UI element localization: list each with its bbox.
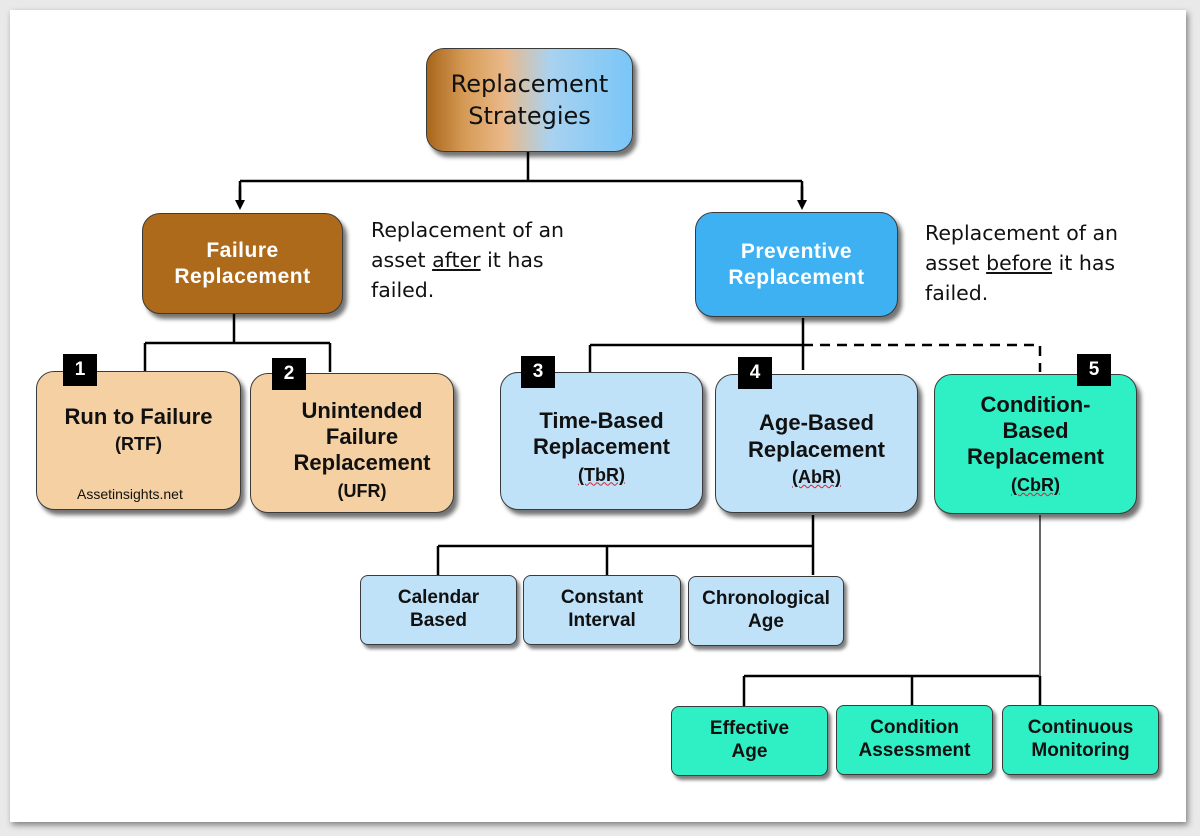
preventive-replacement-node: Preventive Replacement <box>695 212 898 317</box>
strategy-name: Age-Based Replacement <box>748 410 885 462</box>
failure-note-emphasis: after <box>432 248 481 272</box>
watermark: Assetinsights.net <box>77 486 183 503</box>
preventive-note-emphasis: before <box>986 251 1053 275</box>
strategy-number-badge: 5 <box>1077 354 1111 386</box>
failure-note: Replacement of an asset after it has fai… <box>371 218 565 302</box>
root-connector <box>238 152 804 203</box>
age-subtype-connector <box>436 515 815 575</box>
subtype-label: Constant Interval <box>560 587 644 631</box>
condition-dashed-connector <box>803 343 1042 372</box>
subtype-label: Continuous Monitoring <box>1027 717 1134 761</box>
condition-subtype-effective-age: Effective Age <box>671 706 828 776</box>
strategy-name: Run to Failure <box>64 404 213 429</box>
preventive-label-line2: Replacement <box>728 265 865 289</box>
condition-subtype-condition-assessment: Condition Assessment <box>836 705 993 775</box>
root-label-line2: Strategies <box>468 102 591 130</box>
strategy-abbr: (UFR) <box>337 480 387 501</box>
strategy-abbr: (CbR) <box>1011 474 1060 495</box>
root-label-line1: Replacement <box>450 69 609 98</box>
preventive-label-line1: Preventive <box>740 240 853 264</box>
age-subtype-chronological-age: Chronological Age <box>688 576 844 646</box>
strategy-abbr: (RTF) <box>115 434 162 455</box>
strategy-time-based: Time-Based Replacement (TbR) <box>500 372 703 510</box>
root-node: Replacement Strategies <box>426 48 633 152</box>
strategy-abbr: (TbR) <box>578 464 625 485</box>
failure-label-line2: Replacement <box>174 264 311 288</box>
condition-subtype-connector <box>742 674 1042 706</box>
strategy-name: Condition-Based Replacement <box>967 391 1104 470</box>
subtype-label: Effective Age <box>709 718 790 762</box>
condition-subtype-continuous-monitoring: Continuous Monitoring <box>1002 705 1159 775</box>
strategy-run-to-failure: Run to Failure (RTF) Assetinsights.net <box>36 371 241 510</box>
age-subtype-calendar-based: Calendar Based <box>360 575 517 645</box>
strategy-number-badge: 1 <box>63 354 97 386</box>
strategy-age-based: Age-Based Replacement (AbR) <box>715 374 918 513</box>
strategy-name: Unintended Failure Replacement <box>293 397 431 476</box>
subtype-label: Condition Assessment <box>858 717 971 761</box>
failure-replacement-node: Failure Replacement <box>142 213 343 314</box>
strategy-number-badge: 2 <box>272 358 306 390</box>
strategy-number-badge: 4 <box>738 357 772 389</box>
preventive-note: Replacement of an asset before it has fa… <box>925 221 1119 305</box>
age-subtype-constant-interval: Constant Interval <box>523 575 681 645</box>
subtype-label: Chronological Age <box>702 588 830 632</box>
strategy-number-badge: 3 <box>521 356 555 388</box>
failure-label-line1: Failure <box>206 239 279 263</box>
strategy-abbr: (AbR) <box>792 467 841 488</box>
strategy-name: Time-Based Replacement <box>533 407 670 460</box>
strategy-unintended-failure: Unintended Failure Replacement (UFR) <box>250 373 454 513</box>
strategy-condition-based: Condition-Based Replacement (CbR) <box>934 374 1137 514</box>
subtype-label: Calendar Based <box>397 587 480 631</box>
failure-connector <box>143 314 332 372</box>
